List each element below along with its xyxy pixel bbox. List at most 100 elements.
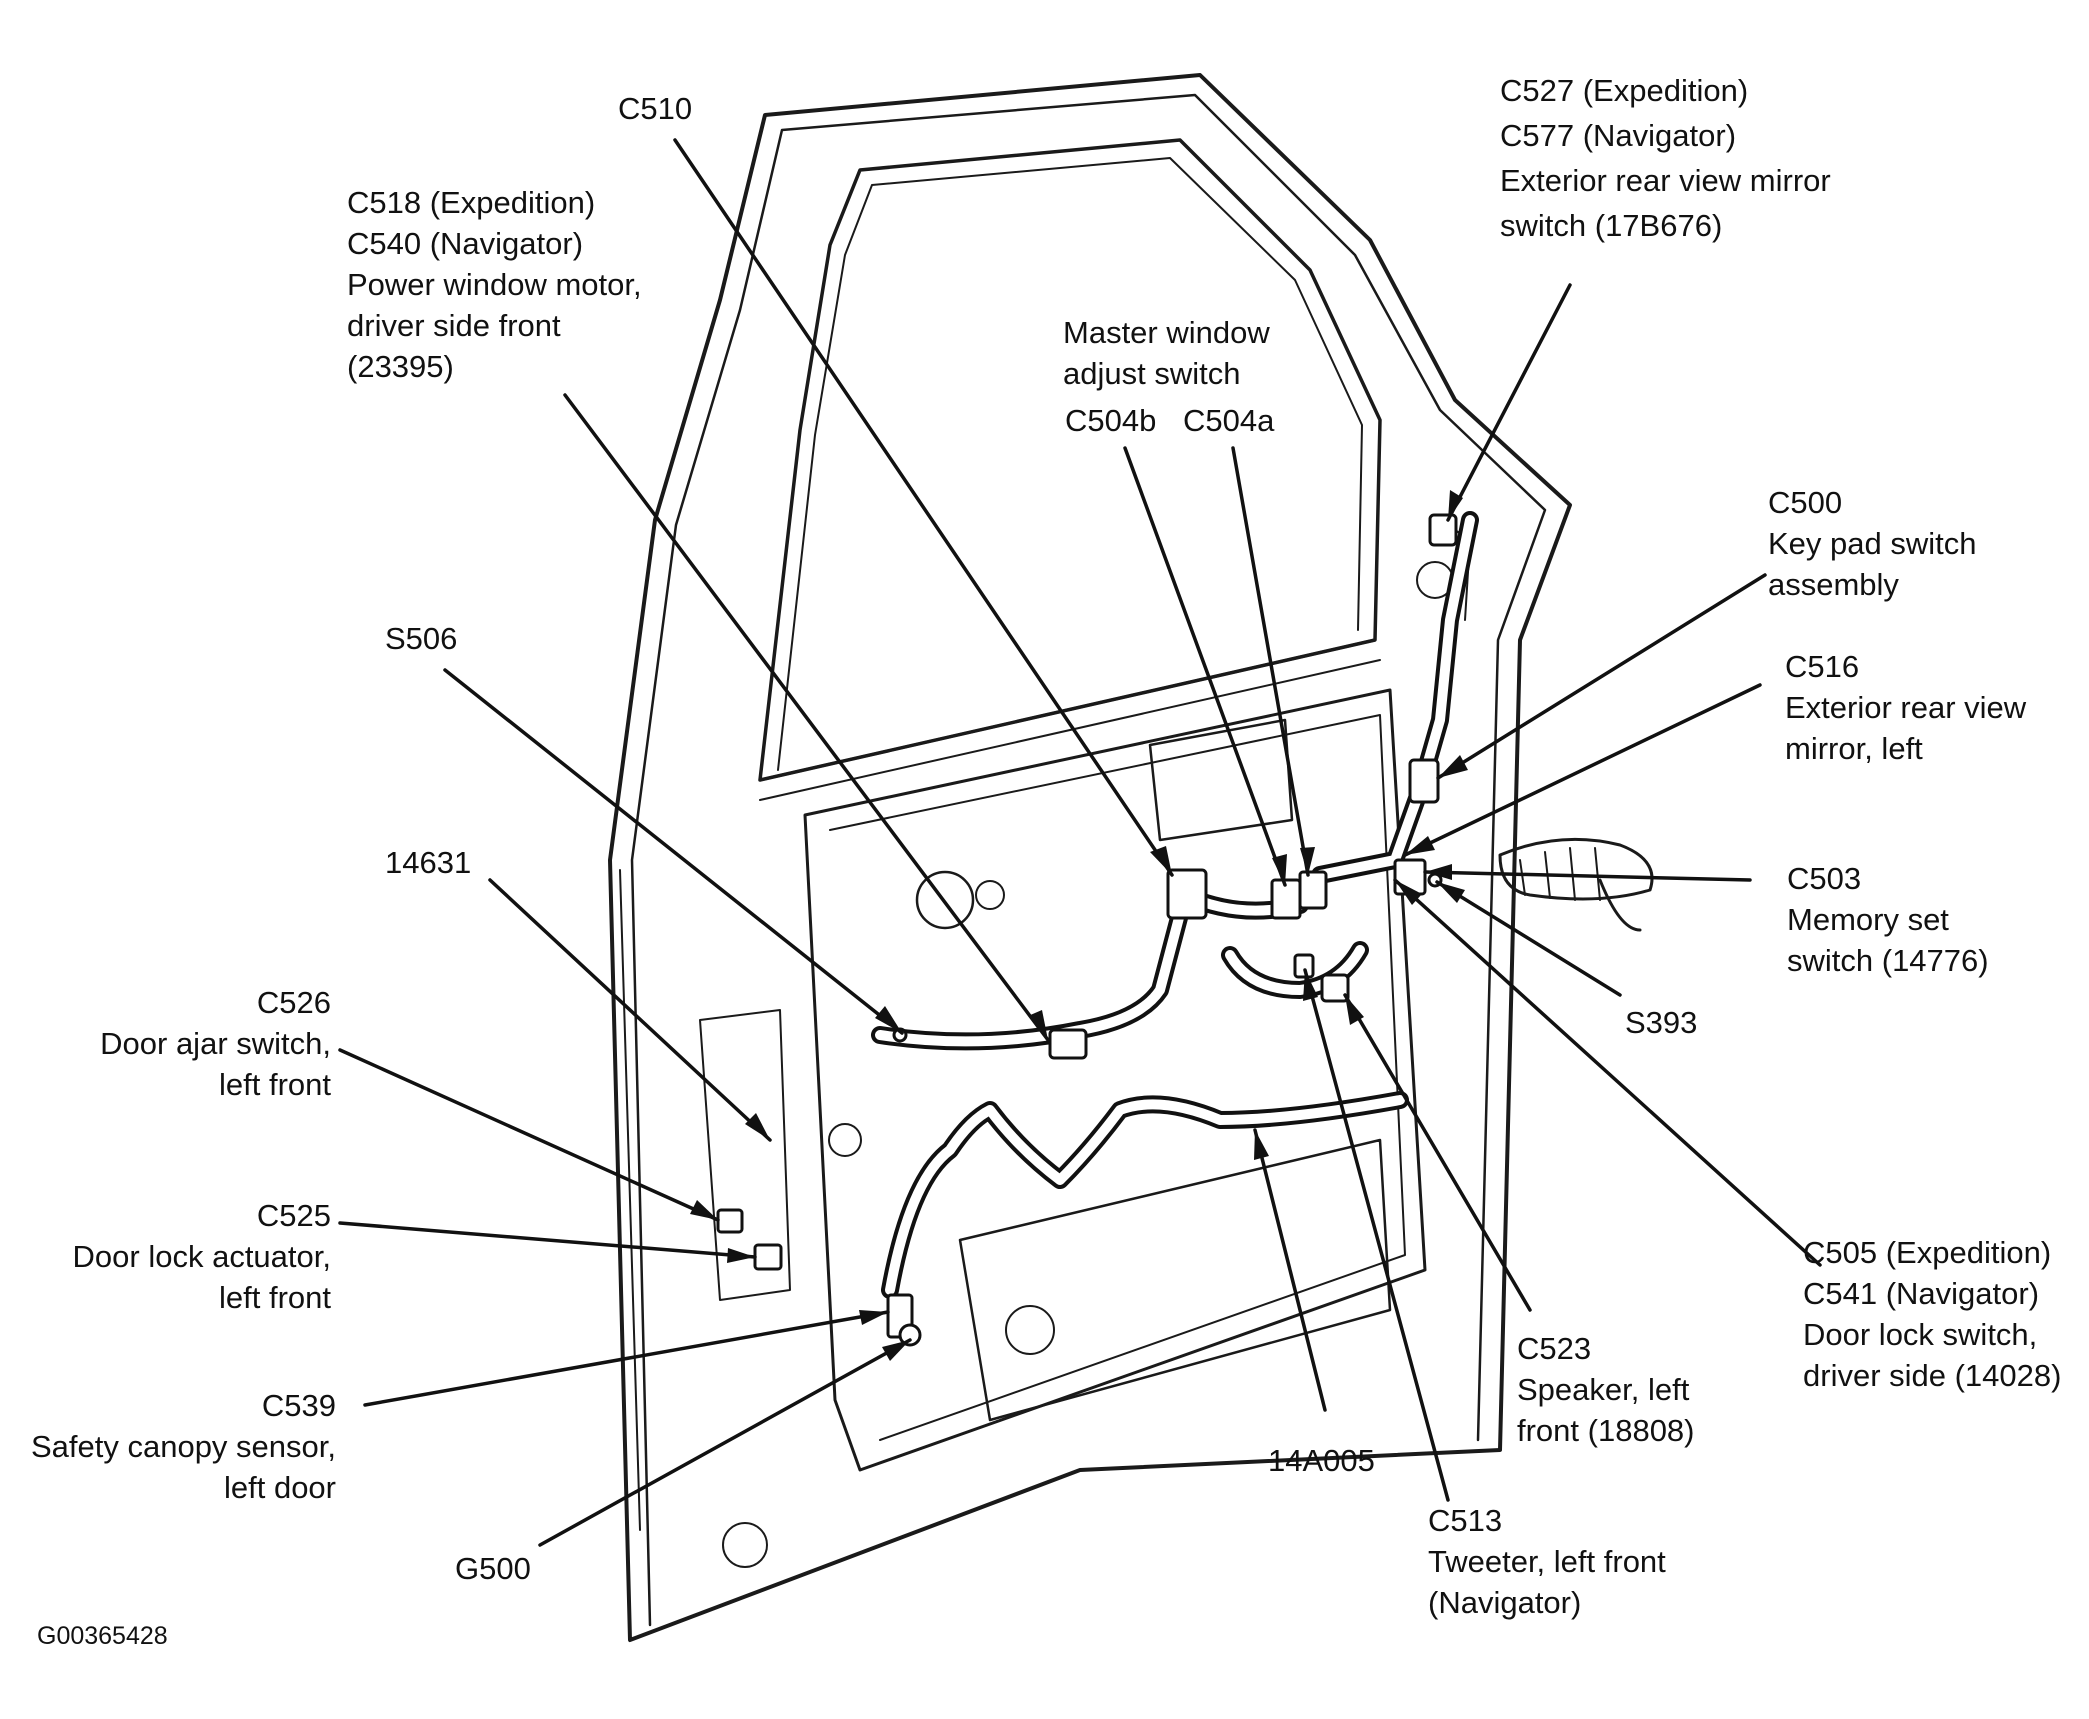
leader-s393 <box>1435 880 1622 997</box>
label-c505: C505 (Expedition) C541 (Navigator) Door … <box>1803 1232 2061 1396</box>
leader-14631 <box>488 878 772 1142</box>
label-c504b: C504b <box>1065 400 1156 441</box>
leader-c510 <box>673 138 1174 877</box>
arrowhead-c504b <box>1272 854 1287 885</box>
label-s506-line-1: S506 <box>385 621 458 656</box>
arrowhead-c505 <box>1395 880 1422 905</box>
connector-c513 <box>1293 953 1315 979</box>
leader-c513 <box>1303 968 1450 1502</box>
arrowhead-c510 <box>1150 846 1172 875</box>
label-c539-line-1: C539 <box>261 1388 336 1423</box>
leader-c526 <box>338 1048 720 1222</box>
label-c516-line-3: mirror, left <box>1785 731 1923 766</box>
arrowhead-c516 <box>1405 836 1435 855</box>
leader-g500 <box>538 1338 912 1547</box>
label-c525-line-3: left front <box>219 1280 331 1315</box>
label-c510: C510 <box>618 88 692 129</box>
leader-arrowheads <box>690 490 1468 1361</box>
connector-c518 <box>1048 1028 1088 1060</box>
leader-14a005 <box>1253 1128 1327 1412</box>
label-c518-line-1: C518 (Expedition) <box>347 185 596 220</box>
leader-lines <box>338 138 1822 1547</box>
label-14631-line-1: 14631 <box>385 845 472 880</box>
label-c503-line-2: Memory set <box>1787 902 1949 937</box>
label-c504a-line-1: C504a <box>1183 403 1275 438</box>
wiring-boot <box>1498 837 1654 901</box>
leader-c527 <box>1446 283 1572 522</box>
label-14a005-line-1: 14A005 <box>1268 1443 1375 1478</box>
label-c500-line-3: assembly <box>1768 567 1899 602</box>
label-c518-line-3: Power window motor, <box>347 267 642 302</box>
label-c516: C516 Exterior rear view mirror, left <box>1785 646 2026 769</box>
label-c504b-line-1: C504b <box>1065 403 1157 438</box>
connector-c510 <box>1166 868 1208 920</box>
label-c503: C503 Memory set switch (14776) <box>1787 858 1989 981</box>
panel-cutout-upper <box>1148 718 1294 842</box>
label-s393-line-1: S393 <box>1625 1005 1698 1040</box>
door-frame-inner-edge <box>630 93 1547 1627</box>
label-c525-line-2: Door lock actuator, <box>72 1239 331 1274</box>
label-c513-line-1: C513 <box>1428 1503 1503 1538</box>
arrowhead-c525 <box>727 1248 755 1263</box>
label-c526-line-3: left front <box>219 1067 331 1102</box>
connector-c500 <box>1408 758 1440 804</box>
arrowhead-14a005 <box>1254 1130 1269 1160</box>
connectors <box>716 513 1458 1347</box>
label-c526: C526 Door ajar switch, left front <box>100 982 331 1105</box>
arrowhead-c526 <box>690 1200 718 1220</box>
label-s506: S506 <box>385 618 457 659</box>
figure-id: G00365428 <box>37 1622 168 1650</box>
label-c523-line-3: front (18808) <box>1517 1413 1695 1448</box>
label-c539: C539 Safety canopy sensor, left door <box>31 1385 336 1508</box>
label-c527-line-3: Exterior rear view mirror <box>1500 163 1831 198</box>
label-g500-line-1: G500 <box>455 1551 531 1586</box>
arrowhead-s506 <box>875 1006 902 1033</box>
label-c526-line-1: C526 <box>256 985 331 1020</box>
label-c505-line-4: driver side (14028) <box>1803 1358 2062 1393</box>
label-master-window-switch: Master window adjust switch <box>1063 312 1270 394</box>
label-c505-line-1: C505 (Expedition) <box>1803 1235 2052 1270</box>
label-c539-line-3: left door <box>223 1470 336 1505</box>
label-c505-line-3: Door lock switch, <box>1803 1317 2038 1352</box>
label-c518-line-4: driver side front <box>347 308 561 343</box>
label-master-line-1: Master window <box>1063 315 1270 350</box>
connector-c526 <box>716 1208 744 1234</box>
leader-c525 <box>338 1221 757 1259</box>
label-14a005: 14A005 <box>1268 1440 1375 1481</box>
arrowhead-c523 <box>1345 995 1364 1025</box>
leader-c518 <box>563 393 1050 1042</box>
label-c527: C527 (Expedition) C577 (Navigator) Exter… <box>1500 68 1831 248</box>
arrowhead-s393 <box>1437 882 1465 903</box>
label-c518: C518 (Expedition) C540 (Navigator) Power… <box>347 182 642 387</box>
label-c523-line-1: C523 <box>1517 1331 1592 1366</box>
arrowhead-14631 <box>745 1113 770 1140</box>
label-c516-line-2: Exterior rear view <box>1785 690 2027 725</box>
label-c500: C500 Key pad switch assembly <box>1768 482 1977 605</box>
label-c527-line-1: C527 (Expedition) <box>1500 73 1749 108</box>
arrowhead-c518 <box>1028 1010 1048 1040</box>
inner-panel <box>803 688 1427 1472</box>
label-c523: C523 Speaker, left front (18808) <box>1517 1328 1695 1451</box>
label-c513: C513 Tweeter, left front (Navigator) <box>1428 1500 1666 1623</box>
label-s393: S393 <box>1625 1002 1697 1043</box>
leader-c504b <box>1123 446 1287 887</box>
connector-c525 <box>753 1243 783 1271</box>
arrowhead-g500 <box>882 1340 910 1361</box>
leader-s506 <box>443 668 904 1035</box>
label-c513-line-3: (Navigator) <box>1428 1585 1582 1620</box>
panel-cutout-lower <box>958 1138 1392 1422</box>
label-c503-line-1: C503 <box>1787 861 1862 896</box>
label-c526-line-2: Door ajar switch, <box>100 1026 331 1061</box>
leader-c503 <box>1423 870 1752 882</box>
leader-c516 <box>1403 683 1762 857</box>
label-c516-line-1: C516 <box>1785 649 1860 684</box>
leader-c504a <box>1231 446 1310 877</box>
arrowhead-c539 <box>859 1310 888 1325</box>
label-c510-line-1: C510 <box>618 91 693 126</box>
label-c518-line-2: C540 (Navigator) <box>347 226 584 261</box>
label-c525: C525 Door lock actuator, left front <box>73 1195 331 1318</box>
label-c500-line-2: Key pad switch <box>1768 526 1977 561</box>
arrowhead-c503 <box>1425 864 1452 880</box>
label-c525-line-1: C525 <box>256 1198 331 1233</box>
